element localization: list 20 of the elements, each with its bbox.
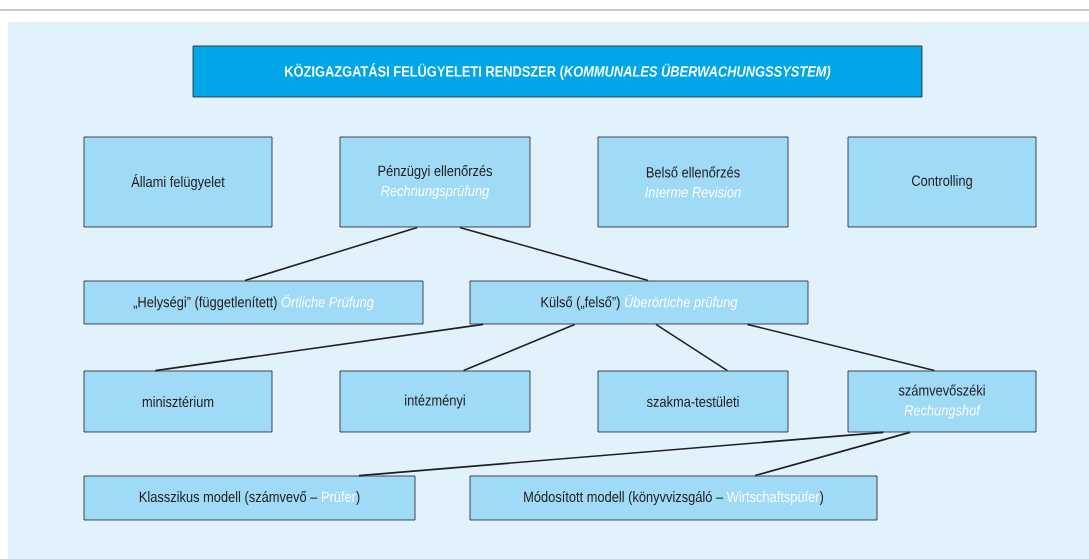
text-box: Controlling: [847, 136, 1037, 228]
text-box: Külső („felső”) Überörtiche prüfung: [469, 280, 809, 325]
connector-line: [655, 323, 729, 372]
connector-line: [358, 431, 885, 477]
text-box: „Helységi” (függetlenített) Örtliche Prüfung: [83, 280, 424, 325]
text-box: Állami felügyelet: [83, 136, 273, 228]
text-box: intézményi: [339, 370, 531, 433]
text-box: Módosított modell (könyvvizsgáló – Wirtschaftspüfer): [469, 475, 878, 521]
connector-line: [462, 323, 576, 372]
connector-line: [459, 226, 649, 282]
title-box: KÖZIGAZGATÁSI FELÜGYELETI RENDSZER (KOMMUNALES ÜBERWACHUNGSSYSTEM): [192, 45, 923, 98]
text-box: szakma-testületi: [597, 370, 789, 433]
text-box: Pénzügyi ellenőrzés Rechnungsprüfung: [339, 136, 531, 228]
text-box: minisztérium: [83, 370, 273, 433]
connector-line: [244, 226, 419, 282]
text-box: Belső ellenőrzés Interme Revision: [597, 136, 789, 228]
connector-line: [754, 431, 911, 477]
text-box: számvevőszéki Rechungshof: [847, 370, 1037, 433]
text-box: Klasszikus modell (számvevő – Prüfer): [83, 475, 416, 521]
connector-line: [746, 323, 936, 372]
